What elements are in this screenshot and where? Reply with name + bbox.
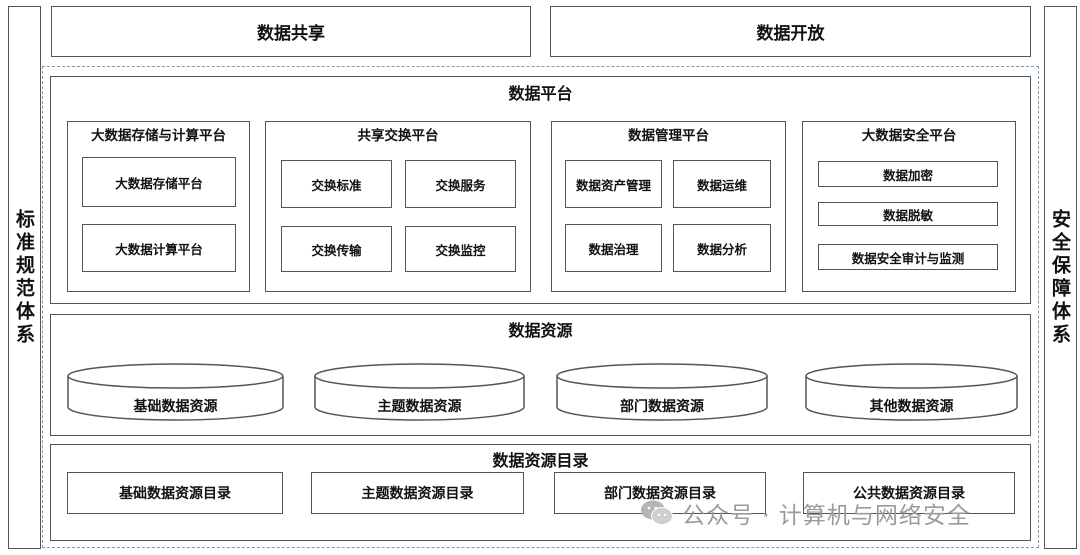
asset-management-box: 数据资产管理	[565, 160, 662, 208]
topic-catalog-box: 主题数据资源目录	[311, 472, 524, 514]
exchange-service-box: 交换服务	[405, 160, 516, 208]
cylinder-shape	[556, 363, 768, 421]
data-analysis-box: 数据分析	[673, 224, 771, 272]
basic-catalog-label: 基础数据资源目录	[119, 486, 231, 502]
storage-platform-label: 大数据存储平台	[115, 175, 203, 191]
data-masking-box: 数据脱敏	[818, 202, 998, 226]
asset-management-label: 数据资产管理	[575, 177, 651, 193]
cylinder-shape	[67, 363, 284, 421]
storage-platform-box: 大数据存储平台	[82, 157, 236, 207]
compute-platform-label: 大数据计算平台	[115, 241, 203, 257]
exchange-standard-label: 交换标准	[311, 177, 362, 193]
storage-compute-title: 大数据存储与计算平台	[91, 128, 226, 144]
standards-system-column: 标准规范体系	[8, 6, 41, 549]
data-encryption-label: 数据加密	[882, 167, 933, 183]
exchange-title: 共享交换平台	[357, 128, 439, 144]
basic-resource-cylinder: 基础数据资源	[67, 362, 284, 422]
exchange-monitor-box: 交换监控	[405, 226, 516, 272]
public-catalog-label: 公共数据资源目录	[853, 486, 965, 502]
data-masking-label: 数据脱敏	[882, 207, 933, 223]
department-resource-label: 部门数据资源	[620, 399, 704, 415]
cylinder-shape	[314, 363, 525, 421]
data-encryption-box: 数据加密	[818, 161, 998, 187]
cylinder-shape	[805, 363, 1018, 421]
data-analysis-label: 数据分析	[696, 241, 747, 257]
topic-resource-cylinder: 主题数据资源	[314, 362, 525, 422]
data-opening-box: 数据开放	[550, 6, 1031, 57]
data-governance-label: 数据治理	[588, 241, 639, 257]
wechat-icon	[641, 500, 673, 525]
exchange-transfer-box: 交换传输	[281, 226, 392, 272]
security-assurance-label: 安全保障体系	[1049, 208, 1071, 347]
data-operations-box: 数据运维	[673, 160, 771, 208]
department-resource-cylinder: 部门数据资源	[556, 362, 768, 422]
data-platform-title: 数据平台	[508, 84, 573, 103]
exchange-standard-box: 交换标准	[281, 160, 392, 208]
department-catalog-box: 部门数据资源目录	[554, 472, 766, 514]
data-sharing-label: 数据共享	[257, 24, 325, 44]
department-catalog-label: 部门数据资源目录	[604, 486, 716, 502]
standards-system-label: 标准规范体系	[13, 208, 35, 347]
data-operations-label: 数据运维	[696, 177, 747, 193]
data-resources-title: 数据资源	[508, 321, 573, 340]
security-platform-title: 大数据安全平台	[861, 128, 957, 144]
other-resource-label: 其他数据资源	[869, 399, 954, 415]
public-catalog-box: 公共数据资源目录	[803, 472, 1015, 514]
watermark-text: 公众号 · 计算机与网络安全	[682, 503, 971, 529]
topic-catalog-label: 主题数据资源目录	[361, 486, 474, 502]
data-governance-box: 数据治理	[565, 224, 662, 272]
data-sharing-box: 数据共享	[51, 6, 531, 57]
other-resource-cylinder: 其他数据资源	[805, 362, 1018, 422]
data-management-title: 数据管理平台	[628, 128, 709, 144]
core-container	[42, 66, 1039, 548]
security-audit-label: 数据安全审计与监测	[851, 250, 965, 266]
security-audit-box: 数据安全审计与监测	[818, 244, 998, 270]
data-opening-label: 数据开放	[756, 24, 825, 44]
resource-catalog-title: 数据资源目录	[492, 451, 589, 470]
exchange-transfer-label: 交换传输	[311, 242, 362, 258]
security-assurance-column: 安全保障体系	[1044, 6, 1077, 549]
compute-platform-box: 大数据计算平台	[82, 224, 236, 272]
exchange-monitor-label: 交换监控	[435, 242, 486, 258]
topic-resource-label: 主题数据资源	[377, 399, 462, 415]
basic-catalog-box: 基础数据资源目录	[67, 472, 283, 514]
exchange-service-label: 交换服务	[435, 177, 486, 193]
watermark: 公众号 · 计算机与网络安全	[640, 496, 971, 530]
basic-resource-label: 基础数据资源	[133, 399, 218, 415]
